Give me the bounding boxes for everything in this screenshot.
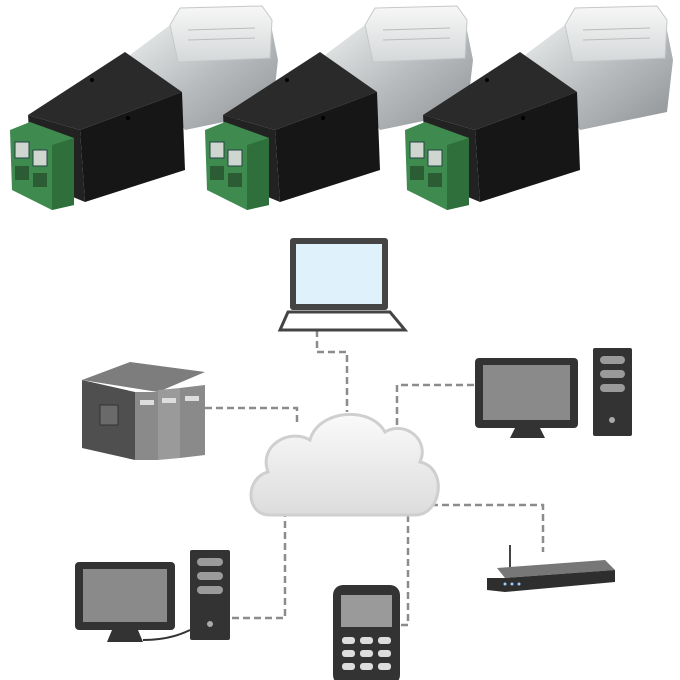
desktop-computer-icon bbox=[475, 348, 632, 438]
link-router bbox=[420, 503, 545, 552]
network-links bbox=[205, 330, 545, 627]
link-desktop-left bbox=[232, 510, 287, 620]
cloud-icon bbox=[249, 412, 440, 517]
desktop-computer-icon bbox=[75, 550, 230, 642]
mobile-phone-icon bbox=[333, 585, 400, 680]
link-laptop bbox=[315, 330, 349, 412]
server-rack-icon bbox=[82, 362, 205, 460]
link-servers bbox=[205, 406, 299, 425]
link-desktop-right bbox=[395, 383, 475, 425]
link-phone bbox=[400, 515, 410, 627]
laptop-icon bbox=[277, 238, 409, 332]
router-icon bbox=[487, 545, 615, 592]
